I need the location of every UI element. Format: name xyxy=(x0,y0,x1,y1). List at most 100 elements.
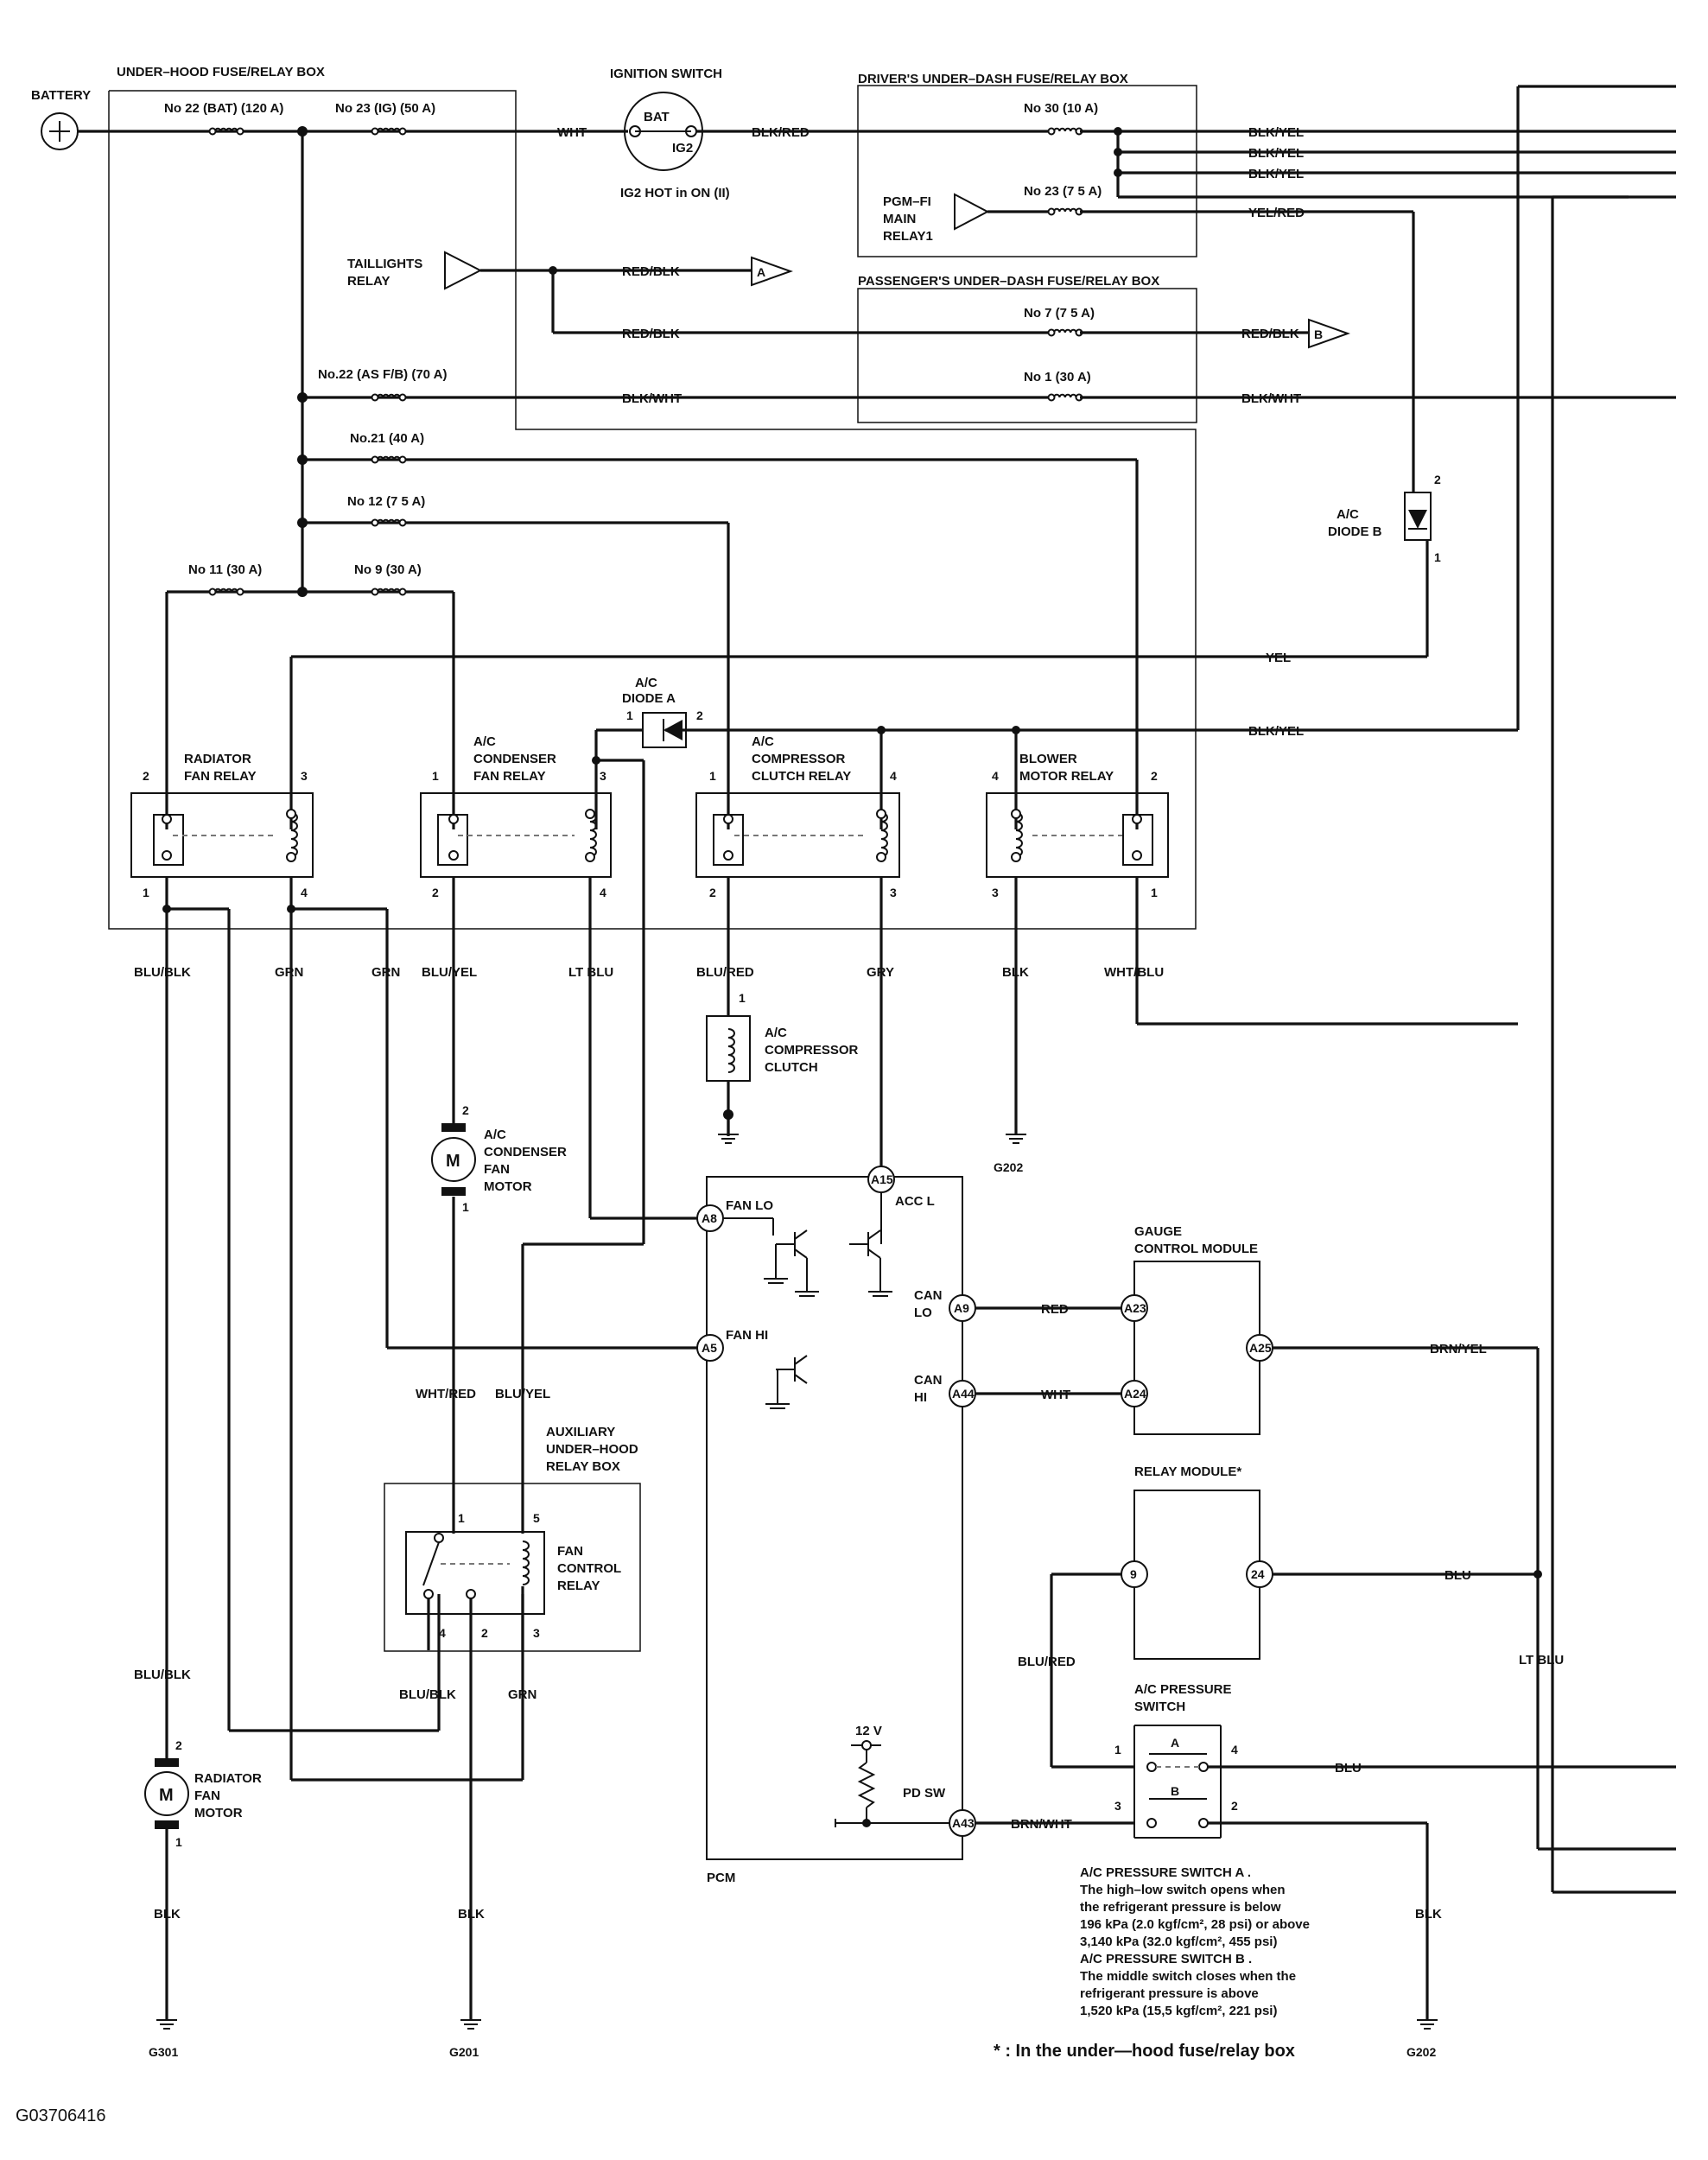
footnote: * : In the under—hood fuse/relay box xyxy=(994,2042,1295,2061)
wire-red-blk-3: RED/BLK xyxy=(1241,327,1299,341)
radiator-fan-motor xyxy=(144,1758,189,1829)
pressure-switch-a: A xyxy=(1171,1736,1179,1750)
clutch-label-1: A/C xyxy=(765,1026,787,1040)
wire-brn-wht: BRN/WHT xyxy=(1011,1817,1072,1832)
pressure-pin-2: 2 xyxy=(1231,1799,1238,1813)
pcm-label: PCM xyxy=(707,1871,735,1885)
compressor-clutch-relay xyxy=(695,792,900,878)
fc-label-3: RELAY xyxy=(557,1579,600,1593)
pcm-fan-hi: FAN HI xyxy=(726,1328,768,1343)
radiator-relay-label-2: FAN RELAY xyxy=(184,769,257,784)
wire-gry: GRY xyxy=(867,965,894,980)
diode-a-pin-2: 2 xyxy=(696,708,703,722)
diode-b-label-1: A/C xyxy=(1337,507,1359,522)
rad-motor-pin1: 1 xyxy=(175,1835,182,1849)
wire-brn-yel: BRN/YEL xyxy=(1430,1342,1487,1356)
gauge-a25: A25 xyxy=(1249,1341,1272,1355)
wire-yel-label: YEL xyxy=(1266,651,1291,665)
passenger-box-label: PASSENGER'S UNDER–DASH FUSE/RELAY BOX xyxy=(858,274,1159,289)
fc-pin-3: 3 xyxy=(533,1626,540,1640)
ground-g301: G301 xyxy=(149,2045,178,2059)
pgm-fi-label-3: RELAY1 xyxy=(883,229,933,244)
radiator-relay-label-1: RADIATOR xyxy=(184,752,251,766)
wire-blk-1: BLK xyxy=(1002,965,1029,980)
wire-blk-wht-2: BLK/WHT xyxy=(1241,391,1301,406)
clutch-pin-3: 3 xyxy=(890,886,897,899)
pcm-can-hi-2: HI xyxy=(914,1390,927,1405)
cond-pin-2: 2 xyxy=(432,886,439,899)
gauge-label-1: GAUGE xyxy=(1134,1224,1182,1239)
wire-red-blk-2: RED/BLK xyxy=(622,327,680,341)
clutch-label-2: COMPRESSOR xyxy=(765,1043,859,1058)
fuse-9: No 9 (30 A) xyxy=(354,562,422,577)
clutch-relay-label-3: CLUTCH RELAY xyxy=(752,769,851,784)
pcm-can-lo-1: CAN xyxy=(914,1288,943,1303)
relay-module xyxy=(1133,1490,1260,1660)
wire-red-blk-1: RED/BLK xyxy=(622,264,680,279)
pgm-fi-relay-symbol xyxy=(954,193,990,231)
wire-blu-blk-1: BLU/BLK xyxy=(134,965,191,980)
cond-relay-label-2: CONDENSER xyxy=(473,752,556,766)
cond-motor-label-2: CONDENSER xyxy=(484,1145,567,1159)
pressure-pin-4: 4 xyxy=(1231,1743,1238,1757)
diode-a-label-1: A/C xyxy=(635,676,657,690)
wire-grn-2: GRN xyxy=(371,965,400,980)
clutch-relay-label-2: COMPRESSOR xyxy=(752,752,846,766)
blower-relay-label-1: BLOWER xyxy=(1019,752,1077,766)
fuse-d23: No 23 (7 5 A) xyxy=(1024,184,1102,199)
auxiliary-relay-box xyxy=(384,1483,641,1652)
taillights-label-2: RELAY xyxy=(347,274,390,289)
cond-pin-4: 4 xyxy=(600,886,606,899)
diode-b xyxy=(1404,492,1432,541)
ignition-ig2-label: IG2 xyxy=(672,141,693,156)
cond-pin-1: 1 xyxy=(432,769,439,783)
pcm-12v: 12 V xyxy=(855,1724,882,1738)
connector-b-label: B xyxy=(1314,327,1323,341)
under-hood-box-label: UNDER–HOOD FUSE/RELAY BOX xyxy=(117,65,325,79)
pgm-fi-label-1: PGM–FI xyxy=(883,194,931,209)
rad-motor-pin2: 2 xyxy=(175,1738,182,1752)
fuse-p7: No 7 (7 5 A) xyxy=(1024,306,1095,321)
compressor-clutch xyxy=(706,1015,751,1145)
blower-pin-4: 4 xyxy=(992,769,999,783)
wire-blu-red-2: BLU/RED xyxy=(1018,1655,1076,1669)
clutch-pin-4: 4 xyxy=(890,769,897,783)
cond-motor-pin1: 1 xyxy=(462,1200,469,1214)
taillights-relay-symbol xyxy=(444,251,483,290)
aux-box-label-2: UNDER–HOOD xyxy=(546,1442,638,1457)
note-line-5: 3,140 kPa (32.0 kgf/cm², 455 psi) xyxy=(1080,1934,1277,1949)
fuse-p1: No 1 (30 A) xyxy=(1024,370,1091,384)
pressure-switch-b: B xyxy=(1171,1784,1179,1798)
driver-box-label: DRIVER'S UNDER–DASH FUSE/RELAY BOX xyxy=(858,72,1128,86)
cond-motor-label-4: MOTOR xyxy=(484,1179,532,1194)
gauge-a23: A23 xyxy=(1124,1301,1146,1315)
fc-label-1: FAN xyxy=(557,1544,583,1559)
cond-motor-label-1: A/C xyxy=(484,1128,506,1142)
wire-lt-blu-1: LT BLU xyxy=(568,965,613,980)
ignition-note: IG2 HOT in ON (II) xyxy=(620,186,730,200)
cond-motor-m: M xyxy=(446,1152,460,1171)
diode-a-pin-1: 1 xyxy=(626,708,633,722)
pressure-pin-3: 3 xyxy=(1114,1799,1121,1813)
connector-b xyxy=(1308,318,1350,349)
battery-label: BATTERY xyxy=(31,88,91,103)
wire-blu-blk-2: BLU/BLK xyxy=(134,1668,191,1682)
fc-pin-1: 1 xyxy=(458,1511,465,1525)
driver-under-dash-fuse-box xyxy=(857,85,1197,257)
wire-blk-yel-2: BLK/YEL xyxy=(1248,146,1304,161)
condenser-fan-relay xyxy=(420,792,612,878)
clutch-pin-1: 1 xyxy=(709,769,716,783)
under-hood-fuse-relay-box xyxy=(108,90,1197,930)
wire-grn-1: GRN xyxy=(275,965,303,980)
aux-box-label-1: AUXILIARY xyxy=(546,1425,615,1439)
pcm-a9: A9 xyxy=(954,1301,969,1315)
ignition-bat-label: BAT xyxy=(644,110,670,124)
wire-blu-blk-3: BLU/BLK xyxy=(399,1687,456,1702)
blower-motor-relay xyxy=(986,792,1169,878)
rad-pin-2: 2 xyxy=(143,769,149,783)
fuse-12: No 12 (7 5 A) xyxy=(347,494,425,509)
wire-blk-wht-1: BLK/WHT xyxy=(622,391,682,406)
note-line-6: A/C PRESSURE SWITCH B . xyxy=(1080,1952,1252,1966)
fc-pin-5: 5 xyxy=(533,1511,540,1525)
radiator-fan-relay xyxy=(130,792,314,878)
